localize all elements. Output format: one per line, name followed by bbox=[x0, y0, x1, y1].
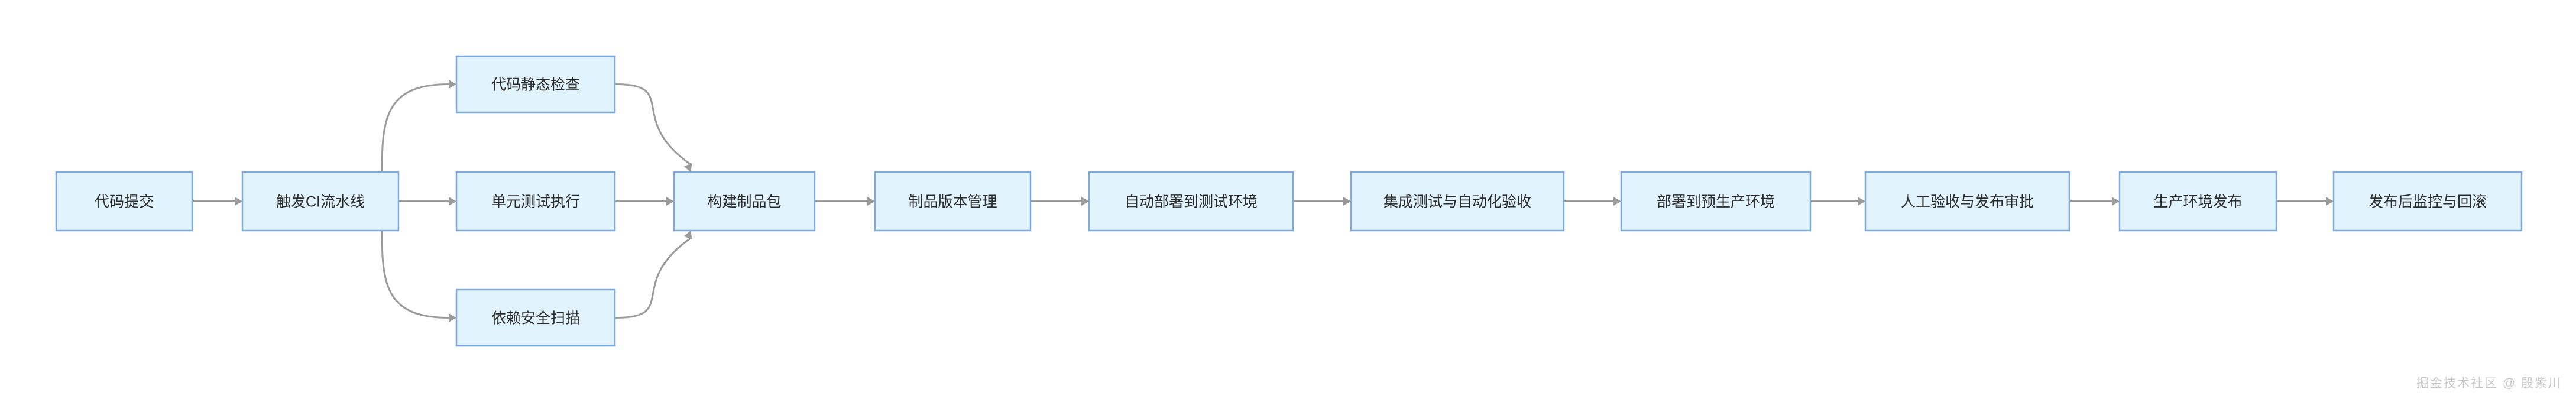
arrowhead bbox=[1613, 197, 1621, 206]
flow-node[interactable]: 集成测试与自动化验收 bbox=[1350, 171, 1565, 232]
edge-n5-to-n6 bbox=[614, 237, 691, 319]
flow-node[interactable]: 发布后监控与回滚 bbox=[2332, 171, 2523, 232]
node-box-n5[interactable] bbox=[455, 288, 616, 347]
arrowhead bbox=[683, 231, 692, 239]
node-box-n1[interactable] bbox=[55, 171, 193, 232]
edge-layer bbox=[192, 80, 2334, 322]
flow-node[interactable]: 人工验收与发布审批 bbox=[1864, 171, 2070, 232]
arrowhead bbox=[666, 197, 674, 206]
arrowhead bbox=[1343, 197, 1351, 206]
arrowhead bbox=[1858, 197, 1865, 206]
node-label-n6: 构建制品包 bbox=[707, 194, 781, 210]
node-label-n12: 生产环境发布 bbox=[2153, 194, 2242, 210]
arrowhead bbox=[235, 197, 242, 206]
node-label-n2: 触发CI流水线 bbox=[276, 194, 365, 210]
node-label-n1: 代码提交 bbox=[95, 194, 154, 210]
node-box-n10[interactable] bbox=[1620, 171, 1812, 232]
node-label-n4: 单元测试执行 bbox=[491, 194, 580, 210]
arrowhead bbox=[449, 313, 456, 322]
arrowhead bbox=[2112, 197, 2120, 206]
arrowhead bbox=[449, 197, 456, 206]
flow-node[interactable]: 依赖安全扫描 bbox=[455, 288, 616, 347]
arrowhead bbox=[1081, 197, 1089, 206]
node-box-n12[interactable] bbox=[2118, 171, 2277, 232]
flow-node[interactable]: 代码静态检查 bbox=[455, 55, 616, 114]
flow-node[interactable]: 自动部署到测试环境 bbox=[1088, 171, 1294, 232]
arrowhead bbox=[867, 197, 875, 206]
node-label-n7: 制品版本管理 bbox=[908, 194, 997, 210]
node-box-n2[interactable] bbox=[241, 171, 400, 232]
edge-n2-to-n5 bbox=[381, 230, 449, 319]
flow-node[interactable]: 代码提交 bbox=[55, 171, 193, 232]
node-box-n13[interactable] bbox=[2332, 171, 2523, 232]
edge-n2-to-n3 bbox=[381, 83, 449, 173]
node-box-n6[interactable] bbox=[673, 171, 816, 232]
flow-node[interactable]: 部署到预生产环境 bbox=[1620, 171, 1812, 232]
node-label-n13: 发布后监控与回滚 bbox=[2368, 194, 2487, 210]
node-label-n8: 自动部署到测试环境 bbox=[1125, 194, 1258, 210]
arrowhead bbox=[449, 80, 456, 89]
node-box-n3[interactable] bbox=[455, 55, 616, 114]
edge-n3-to-n6 bbox=[614, 83, 691, 166]
node-label-n9: 集成测试与自动化验收 bbox=[1383, 194, 1531, 210]
node-box-n11[interactable] bbox=[1864, 171, 2070, 232]
flow-node[interactable]: 制品版本管理 bbox=[874, 171, 1032, 232]
node-label-n10: 部署到预生产环境 bbox=[1657, 194, 1775, 210]
node-box-n7[interactable] bbox=[874, 171, 1032, 232]
node-box-n8[interactable] bbox=[1088, 171, 1294, 232]
flow-node[interactable]: 单元测试执行 bbox=[455, 171, 616, 232]
watermark: 掘金技术社区 @ 殷紫川 bbox=[2416, 377, 2562, 390]
arrowhead bbox=[2326, 197, 2334, 206]
flow-node[interactable]: 生产环境发布 bbox=[2118, 171, 2277, 232]
node-label-n11: 人工验收与发布审批 bbox=[1901, 194, 2034, 210]
node-label-n5: 依赖安全扫描 bbox=[491, 310, 580, 327]
arrowhead bbox=[683, 163, 692, 172]
flow-node[interactable]: 构建制品包 bbox=[673, 171, 816, 232]
node-box-n4[interactable] bbox=[455, 171, 616, 232]
node-label-n3: 代码静态检查 bbox=[491, 77, 580, 93]
node-box-n9[interactable] bbox=[1350, 171, 1565, 232]
flow-node[interactable]: 触发CI流水线 bbox=[241, 171, 400, 232]
